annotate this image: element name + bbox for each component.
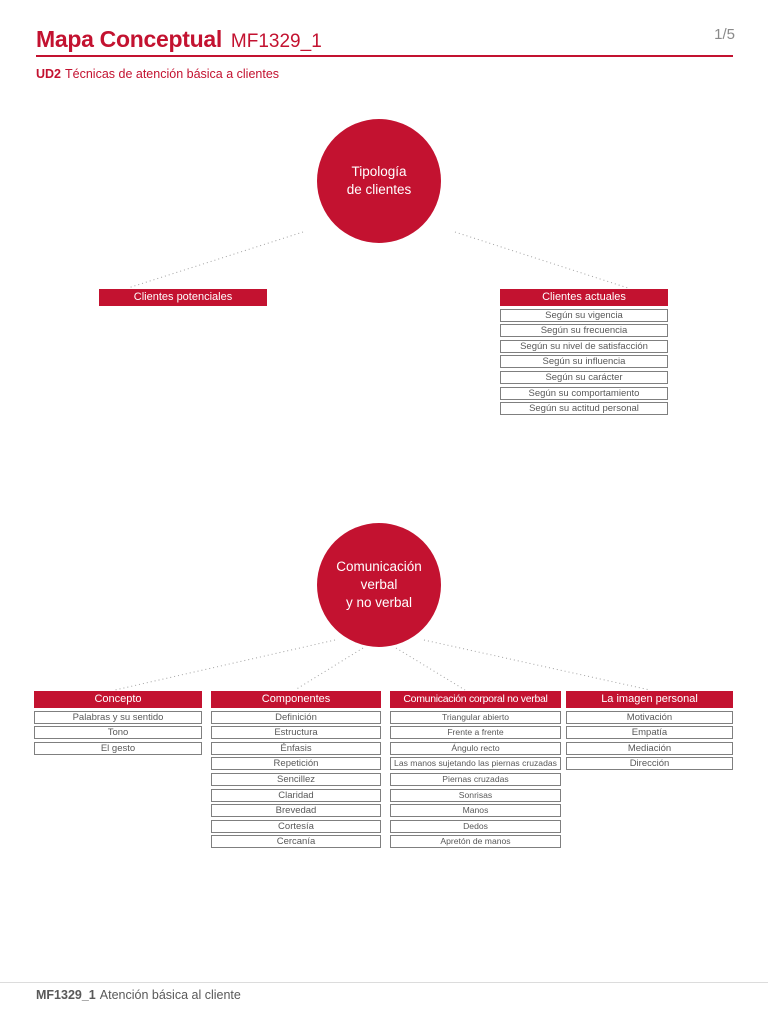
list-item: Claridad xyxy=(211,788,381,802)
branch-clientes-potenciales: Clientes potenciales xyxy=(99,289,267,306)
root-node-line: Comunicación xyxy=(336,559,422,574)
root-node-line: verbal xyxy=(360,577,398,592)
list-item: Cercanía xyxy=(211,835,381,849)
list-item: Según su nivel de satisfacción xyxy=(500,339,668,353)
list-item: Según su vigencia xyxy=(500,308,668,322)
list-item: Motivación xyxy=(566,710,733,724)
list-item: Mediación xyxy=(566,741,733,755)
list-item: Frente a frente xyxy=(390,726,561,740)
page-number: 1/5 xyxy=(714,26,735,43)
list-item: Dedos xyxy=(390,819,561,833)
list-item: Dirección xyxy=(566,757,733,771)
connector-line xyxy=(127,231,304,289)
branch-header: La imagen personal xyxy=(566,691,733,708)
list-item: Triangular abierto xyxy=(390,710,561,724)
footer-rule xyxy=(0,982,768,983)
list-item: El gesto xyxy=(34,741,202,755)
list-item: Según su actitud personal xyxy=(500,402,668,416)
connector-line xyxy=(294,647,364,691)
root-node-tipologia-de-clientes: Tipología de clientes xyxy=(317,119,441,243)
list-item: Según su carácter xyxy=(500,370,668,384)
root-node-line: Tipología xyxy=(351,164,407,179)
list-item: Según su comportamiento xyxy=(500,386,668,400)
branch-header: Clientes potenciales xyxy=(99,289,267,306)
unit-title: Técnicas de atención básica a clientes xyxy=(65,67,280,81)
branch-header: Concepto xyxy=(34,691,202,708)
branch-comunicacion-corporal-no-verbal: Comunicación corporal no verbal Triangul… xyxy=(390,691,561,849)
list-item: Repetición xyxy=(211,757,381,771)
page-title-text: Mapa Conceptual xyxy=(36,26,222,52)
connector-line xyxy=(454,231,629,289)
list-item: Según su influencia xyxy=(500,355,668,369)
list-item: Manos xyxy=(390,804,561,818)
list-item: Estructura xyxy=(211,726,381,740)
branch-header: Componentes xyxy=(211,691,381,708)
branch-header: Clientes actuales xyxy=(500,289,668,306)
connector-line xyxy=(395,647,466,691)
branch-header: Comunicación corporal no verbal xyxy=(390,691,561,708)
list-item: Énfasis xyxy=(211,741,381,755)
list-item: Cortesía xyxy=(211,819,381,833)
list-item: Las manos sujetando las piernas cruzadas xyxy=(390,757,561,771)
list-item: Apretón de manos xyxy=(390,835,561,849)
list-item: Definición xyxy=(211,710,381,724)
root-node-line: y no verbal xyxy=(345,595,413,610)
connector-line xyxy=(423,639,651,691)
unit-label: UD2 xyxy=(36,67,62,81)
header-rule xyxy=(36,55,733,57)
list-item: Palabras y su sentido xyxy=(34,710,202,724)
list-item: Piernas cruzadas xyxy=(390,772,561,786)
footer-title: Atención básica al cliente xyxy=(99,988,241,1002)
footer-code: MF1329_1 xyxy=(36,988,96,1002)
list-item: Sencillez xyxy=(211,772,381,786)
root-node-line: de clientes xyxy=(346,182,412,197)
list-item: Según su frecuencia xyxy=(500,324,668,338)
connector-line xyxy=(114,639,336,691)
list-item: Tono xyxy=(34,726,202,740)
list-item: Brevedad xyxy=(211,804,381,818)
page-title: Mapa Conceptual MF1329_1 xyxy=(36,26,322,53)
list-item: Ángulo recto xyxy=(390,741,561,755)
list-item: Sonrisas xyxy=(390,788,561,802)
module-code: MF1329_1 xyxy=(230,31,322,52)
root-node-comunicacion-verbal: Comunicación verbal y no verbal xyxy=(317,523,441,647)
list-item: Empatía xyxy=(566,726,733,740)
